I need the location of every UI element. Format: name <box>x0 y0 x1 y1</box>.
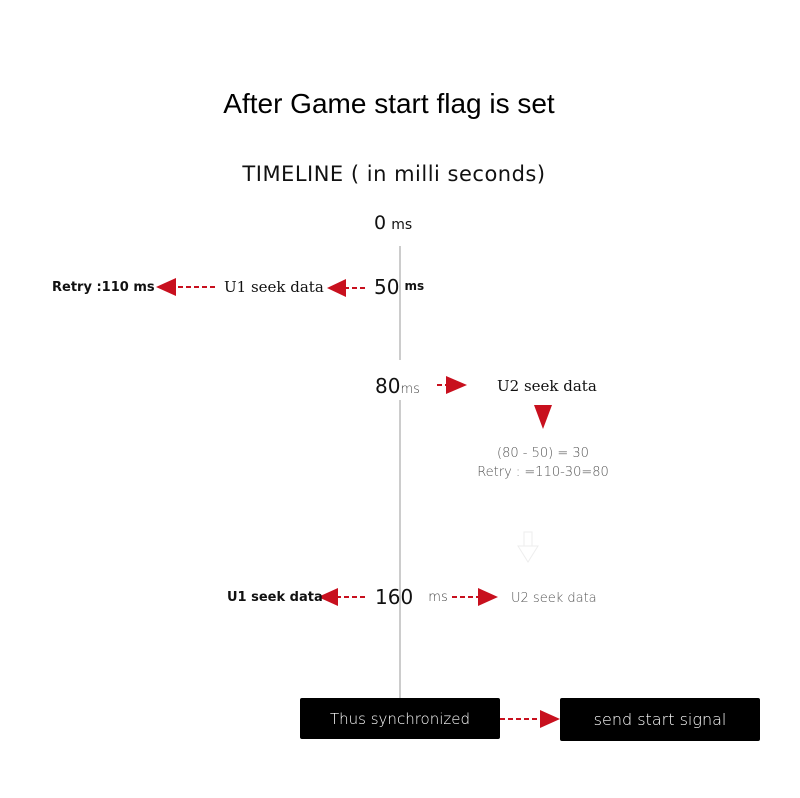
arrow-80-to-u2 <box>437 376 467 394</box>
mark-value: 0 <box>374 212 387 234</box>
arrow-sync-to-start <box>500 710 560 728</box>
arrow-50-to-u1 <box>327 279 365 297</box>
arrow-u2-down <box>534 405 552 429</box>
retry-label: Retry :110 ms <box>52 280 155 295</box>
mark-80ms: 80ms <box>375 374 420 398</box>
synchronized-box: Thus synchronized <box>300 698 500 739</box>
mark-50ms: 50 ms <box>374 275 424 299</box>
page-title: After Game start flag is set <box>223 88 555 119</box>
ghost-arrow-icon <box>517 531 539 563</box>
mark-0ms: 0 ms <box>374 212 412 234</box>
u1-seek-label-50: U1 seek data <box>224 278 324 296</box>
start-signal-box: send start signal <box>560 698 760 741</box>
u2-seek-label-160: U2 seek data <box>511 591 597 606</box>
mark-unit: ms <box>428 590 448 605</box>
synchronized-label: Thus synchronized <box>329 709 471 728</box>
timeline-subtitle: TIMELINE ( in milli seconds) <box>242 162 546 186</box>
mark-160ms: 160 ms <box>375 585 448 609</box>
calc-difference: (80 - 50) = 30 <box>497 446 589 461</box>
arrow-160-to-u1 <box>318 588 365 606</box>
mark-value: 160 <box>375 585 414 609</box>
mark-value: 50 <box>374 275 400 299</box>
start-signal-label: send start signal <box>593 710 727 729</box>
arrow-u1-to-retry <box>156 278 215 296</box>
u1-seek-label-160: U1 seek data <box>227 590 323 605</box>
mark-value: 80 <box>375 374 401 398</box>
mark-unit: ms <box>404 279 425 293</box>
mark-unit: ms <box>391 217 413 233</box>
u2-seek-label-80: U2 seek data <box>497 377 597 395</box>
calc-retry: Retry : =110-30=80 <box>477 465 609 480</box>
arrow-160-to-u2 <box>452 588 498 606</box>
mark-unit: ms <box>400 382 420 397</box>
